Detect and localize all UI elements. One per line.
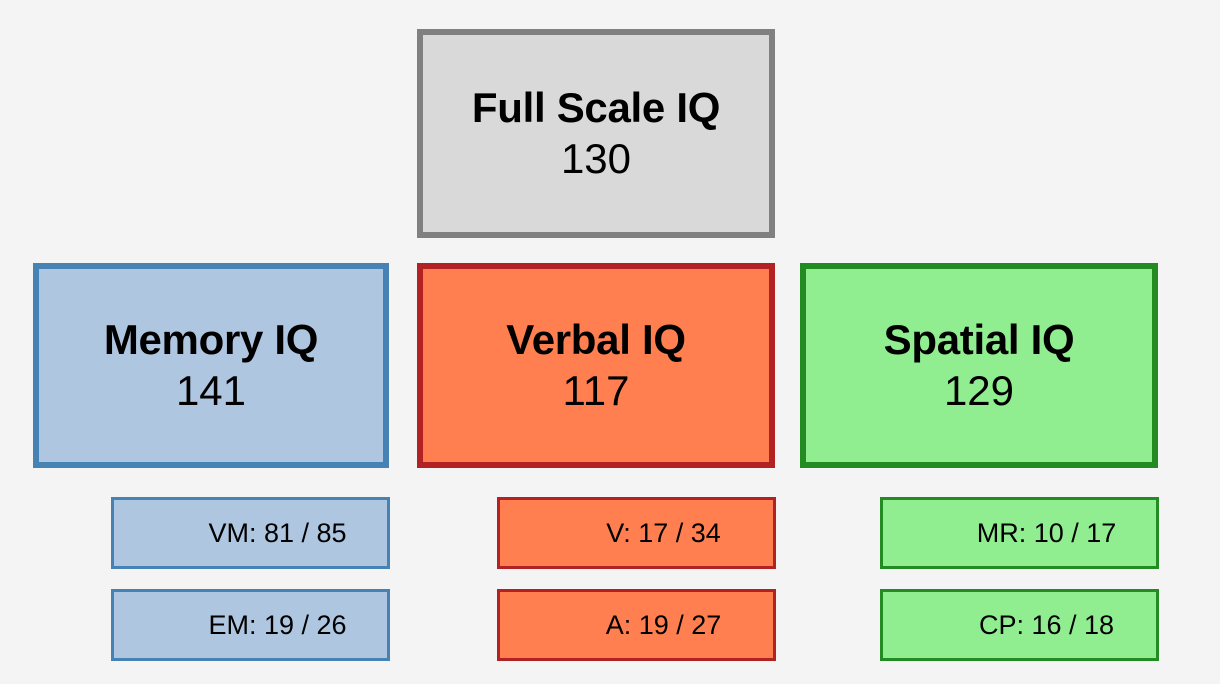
- spatial-subtest-cp: CP: 16 / 18: [880, 589, 1159, 661]
- full-scale-iq-score: 130: [560, 134, 632, 182]
- spatial-iq-label: Spatial IQ: [883, 316, 1075, 364]
- full-scale-iq-label: Full Scale IQ: [471, 84, 721, 132]
- memory-subtest-em: EM: 19 / 26: [111, 589, 390, 661]
- memory-subtest-vm: VM: 81 / 85: [111, 497, 390, 569]
- memory-iq-box: Memory IQ 141: [33, 263, 389, 468]
- verbal-iq-box: Verbal IQ 117: [417, 263, 775, 468]
- spatial-iq-box: Spatial IQ 129: [800, 263, 1158, 468]
- verbal-iq-score: 117: [562, 366, 630, 414]
- verbal-subtest-v: V: 17 / 34: [497, 497, 776, 569]
- full-scale-iq-box: Full Scale IQ 130: [417, 29, 775, 238]
- memory-iq-label: Memory IQ: [103, 316, 319, 364]
- spatial-iq-score: 129: [943, 366, 1015, 414]
- spatial-subtest-mr: MR: 10 / 17: [880, 497, 1159, 569]
- verbal-iq-label: Verbal IQ: [506, 316, 686, 364]
- verbal-subtest-a: A: 19 / 27: [497, 589, 776, 661]
- memory-iq-score: 141: [175, 366, 247, 414]
